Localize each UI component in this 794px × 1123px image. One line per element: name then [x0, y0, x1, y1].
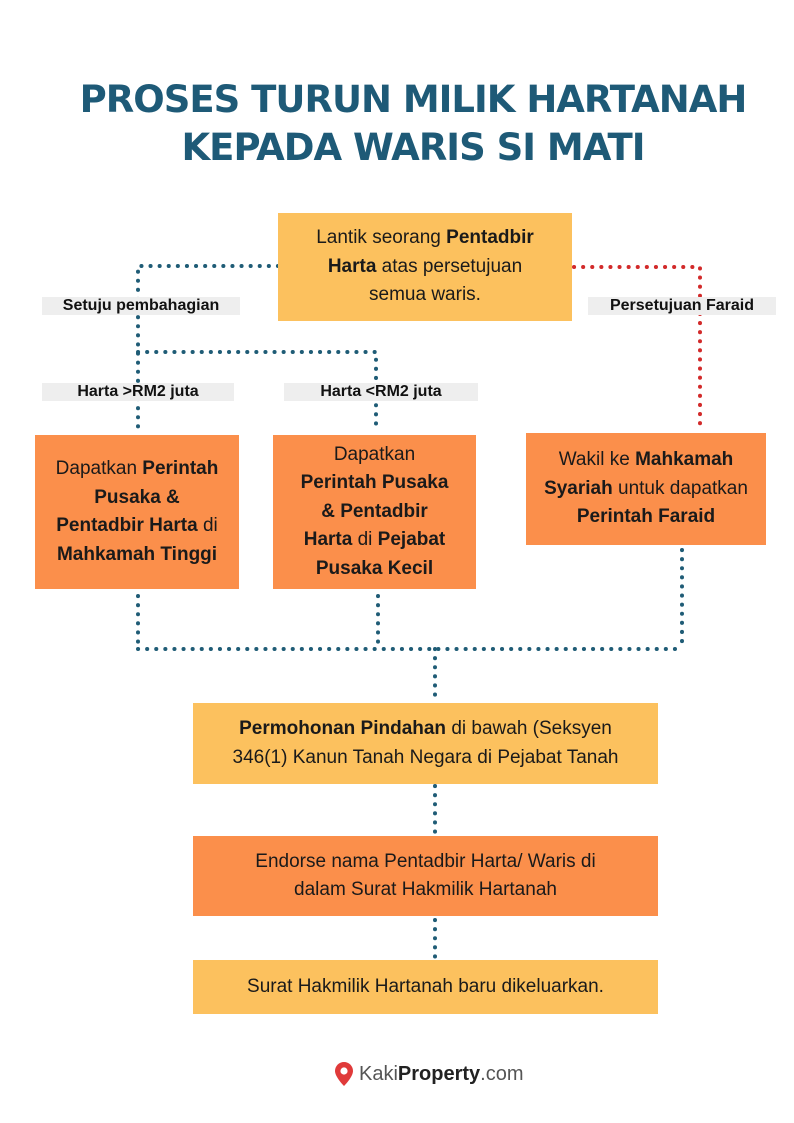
- pindahan-bold-1: Permohonan Pindahan: [239, 718, 447, 739]
- endorse-text-1: Endorse nama Pentadbir Harta/ Waris di: [255, 850, 596, 872]
- connector-left-branch: [136, 264, 280, 434]
- brand-suffix: .com: [480, 1062, 524, 1085]
- footer-brand: KakiProperty.com: [335, 1061, 524, 1087]
- brand-bold: Property: [397, 1062, 481, 1085]
- connector-faraid-branch: [572, 265, 702, 432]
- label-harta-below-rm2: Harta <RM2 juta: [284, 383, 478, 401]
- tinggi-bold-3: Pentadbir Harta: [56, 515, 198, 536]
- lantik-text-1: Lantik seorang: [316, 227, 447, 249]
- syariah-text-1: Wakil ke: [558, 449, 636, 471]
- kecil-text-2: di: [352, 529, 378, 551]
- tinggi-bold-4: Mahkamah Tinggi: [56, 543, 218, 565]
- tinggi-text-1: Dapatkan: [55, 458, 143, 479]
- kecil-text-1: Dapatkan: [333, 443, 416, 465]
- lantik-text-2: atas persetujuan: [376, 255, 523, 277]
- endorse-text-2: dalam Surat Hakmilik Hartanah: [294, 879, 557, 900]
- pindahan-text-1: di bawah (Seksyen: [446, 718, 612, 739]
- kecil-bold-3: Harta: [303, 529, 353, 551]
- syariah-bold-2: Syariah: [544, 477, 613, 499]
- kecil-bold-1: Perintah Pusaka: [300, 472, 449, 494]
- box-permohonan-pindahan: Permohonan Pindahan di bawah (Seksyen 34…: [193, 703, 658, 784]
- pindahan-text-2: 346(1) Kanun Tanah Negara di Pejabat Tan…: [232, 746, 619, 768]
- box-pusaka-kecil: Dapatkan Perintah Pusaka & Pentadbir Har…: [273, 435, 476, 589]
- brand-light: Kaki: [359, 1062, 398, 1085]
- connector-split-small: [136, 350, 378, 434]
- box-mahkamah-syariah: Wakil ke Mahkamah Syariah untuk dapatkan…: [526, 433, 766, 545]
- location-pin-icon: [335, 1062, 353, 1086]
- kecil-bold-5: Pusaka Kecil: [315, 557, 434, 579]
- lantik-bold-2: Harta: [327, 255, 377, 277]
- box-lantik-pentadbir: Lantik seorang Pentadbir Harta atas pers…: [278, 213, 572, 321]
- box-surat-hakmilik: Surat Hakmilik Hartanah baru dikeluarkan…: [193, 960, 658, 1014]
- tinggi-text-2: di: [197, 515, 218, 536]
- syariah-bold-3: Perintah Faraid: [576, 506, 716, 528]
- title-line-1: PROSES TURUN MILIK HARTANAH: [79, 78, 748, 121]
- label-persetujuan-faraid: Persetujuan Faraid: [588, 297, 776, 315]
- lantik-bold-1: Pentadbir: [446, 227, 534, 249]
- kecil-bold-4: Pejabat: [377, 529, 446, 551]
- box-mahkamah-tinggi: Dapatkan Perintah Pusaka & Pentadbir Har…: [35, 435, 239, 589]
- label-harta-above-rm2: Harta >RM2 juta: [42, 383, 234, 401]
- surat-text-1: Surat Hakmilik Hartanah baru dikeluarkan…: [247, 975, 604, 997]
- lantik-text-3: semua waris.: [369, 284, 481, 306]
- tinggi-bold-1: Perintah: [142, 458, 219, 479]
- title-line-2: KEPADA WARIS SI MATI: [181, 126, 646, 169]
- page-title: PROSES TURUN MILIK HARTANAH KEPADA WARIS…: [0, 76, 794, 172]
- box-endorse-nama: Endorse nama Pentadbir Harta/ Waris di d…: [193, 836, 658, 916]
- brand-name: KakiProperty.com: [359, 1063, 524, 1086]
- label-setuju-pembahagian: Setuju pembahagian: [42, 297, 240, 315]
- syariah-text-2: untuk dapatkan: [612, 477, 748, 499]
- syariah-bold-1: Mahkamah: [635, 449, 734, 471]
- tinggi-bold-2: Pusaka &: [94, 486, 180, 508]
- kecil-bold-2: & Pentadbir: [321, 500, 428, 522]
